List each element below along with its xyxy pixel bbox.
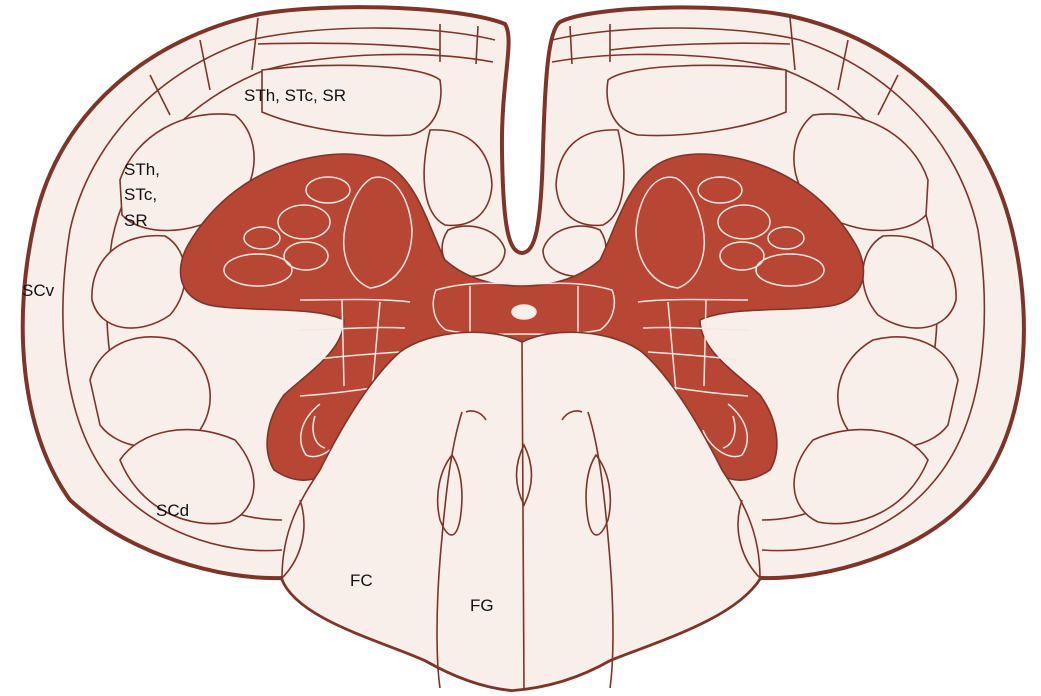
label-fg: FG bbox=[470, 596, 494, 615]
label-tract-side-3: SR bbox=[124, 211, 148, 230]
label-tract-side-1: STh, bbox=[124, 160, 160, 179]
label-scv: SCv bbox=[22, 281, 55, 300]
label-fc: FC bbox=[350, 571, 373, 590]
central-canal bbox=[512, 305, 536, 319]
label-tract-side-2: STc, bbox=[124, 185, 157, 204]
label-tract-top: STh, STc, SR bbox=[244, 86, 346, 105]
label-scd: SCd bbox=[156, 501, 189, 520]
